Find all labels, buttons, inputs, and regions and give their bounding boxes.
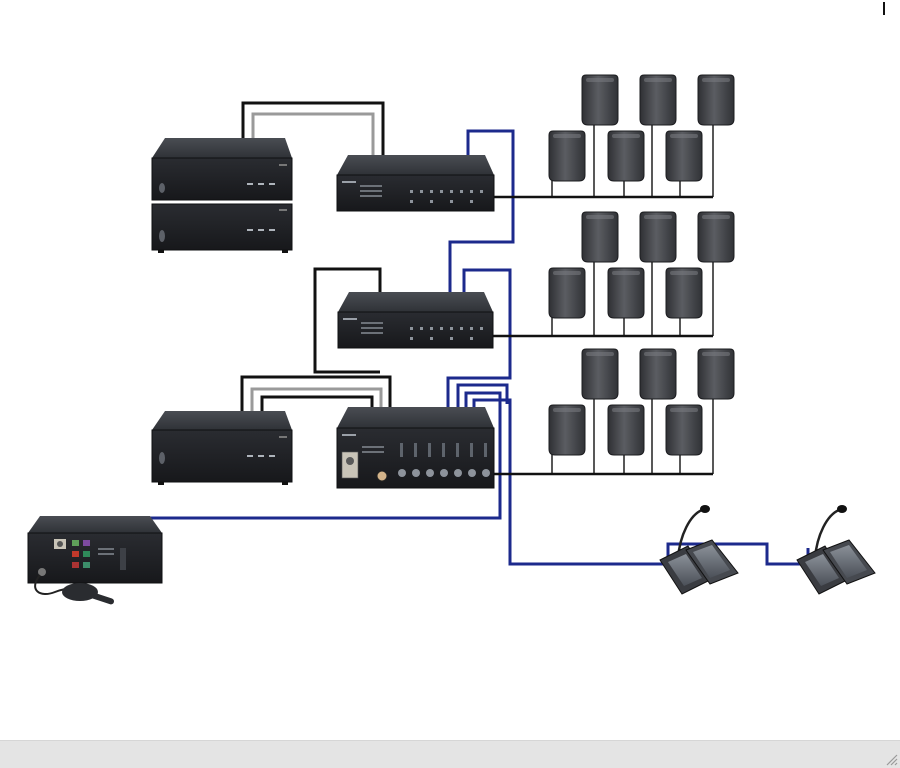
controller — [336, 407, 495, 489]
speaker-icon — [665, 130, 703, 182]
speaker-icon — [548, 130, 586, 182]
handheld-mic-icon — [62, 583, 115, 605]
network-cable-mic-stations — [472, 398, 810, 566]
speaker-drops-zone-3 — [551, 399, 714, 474]
audio-cable-amp3-controller-2 — [250, 387, 383, 413]
resize-grip-icon[interactable] — [884, 752, 898, 766]
speaker-icon — [581, 348, 619, 400]
network-cable-controller-a — [456, 383, 509, 412]
speaker-icon — [697, 211, 735, 263]
speaker-icon — [697, 348, 735, 400]
speaker-icon — [639, 348, 677, 400]
speaker-zone-2 — [548, 211, 735, 319]
network-cable-router1 — [448, 129, 515, 296]
speaker-icon — [697, 74, 735, 126]
speaker-zone-1 — [548, 74, 735, 182]
speaker-icon — [665, 267, 703, 319]
audio-cable-amp1-router1 — [241, 101, 385, 160]
speaker-icon — [607, 130, 645, 182]
speaker-drops-zone-1 — [551, 124, 714, 197]
audio-cable-router2-loop — [313, 267, 382, 374]
amplifier-top — [151, 138, 293, 201]
router-1 — [336, 155, 495, 212]
window-footer-bar — [0, 740, 900, 768]
speaker-icon — [607, 404, 645, 456]
call-station-panel — [27, 516, 163, 605]
speaker-icon — [665, 404, 703, 456]
speaker-icon — [639, 211, 677, 263]
speaker-icon — [607, 267, 645, 319]
corner-marker — [883, 2, 885, 15]
speaker-zones — [548, 74, 735, 456]
microphone-station-1 — [659, 505, 739, 595]
amplifier-stack — [151, 138, 293, 253]
amplifier-lower — [151, 411, 293, 485]
amplifier-bottom — [151, 203, 293, 253]
router-2 — [337, 292, 494, 349]
panel-buttons — [72, 540, 90, 568]
microphone-station-2 — [796, 505, 876, 595]
speaker-icon — [548, 267, 586, 319]
speaker-icon — [581, 74, 619, 126]
audio-cable-amp3-controller-3 — [260, 395, 374, 413]
network-cable-router2 — [446, 268, 512, 412]
system-wiring-diagram — [27, 74, 876, 605]
speaker-zone-3 — [548, 348, 735, 456]
speaker-icon — [639, 74, 677, 126]
speaker-drops-zone-2 — [551, 262, 714, 336]
audio-cable-amp1-router1-return — [251, 112, 375, 160]
speaker-icon — [548, 404, 586, 456]
audio-cable-amp3-controller-1 — [240, 375, 392, 413]
speaker-icon — [581, 211, 619, 263]
